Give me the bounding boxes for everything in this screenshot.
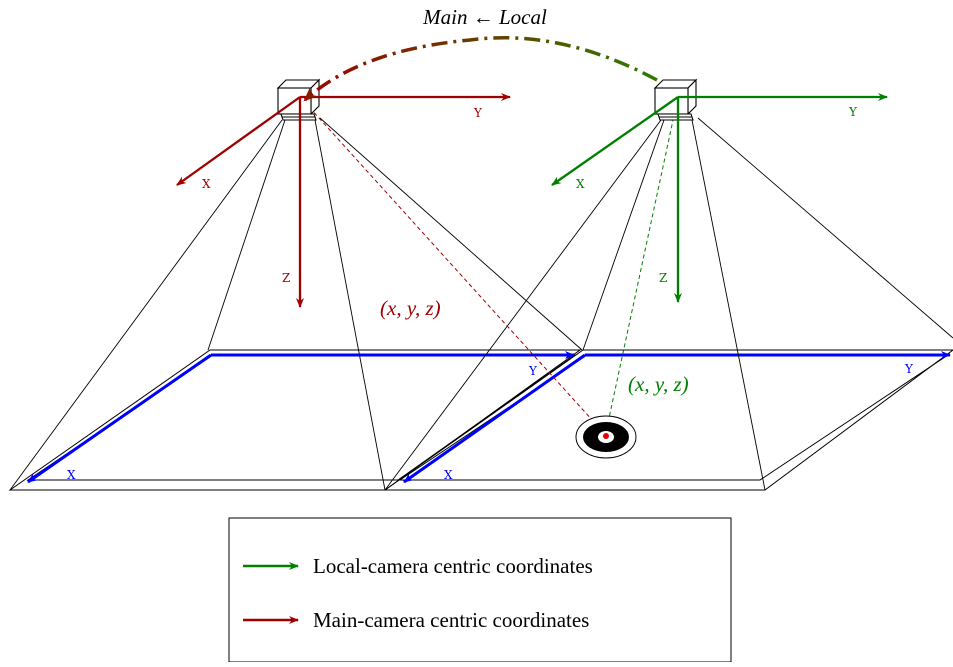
floor-right-x-label: X (444, 468, 453, 482)
floor-right-outer (383, 349, 953, 491)
local-x-label: X (576, 177, 585, 191)
main-x-axis (176, 96, 301, 186)
frustum-line (691, 119, 766, 491)
local-camera-frustum (384, 117, 953, 491)
main-camera-body (276, 78, 321, 121)
local-point-label: (x, y, z) (628, 372, 689, 396)
transform-title: Main ← Local (422, 5, 547, 29)
frustum-line (9, 119, 283, 491)
main-z-label: Z (282, 271, 290, 285)
legend-label-main: Main-camera centric coordinates (313, 608, 589, 632)
main-y-label: Y (473, 106, 483, 120)
frustum-line (697, 117, 953, 339)
local-camera-axes (551, 93, 888, 303)
main-camera-frustum (9, 117, 583, 491)
floor-left-outer (8, 349, 582, 491)
main-point-label: (x, y, z) (380, 296, 441, 320)
legend-label-local: Local-camera centric coordinates (313, 554, 593, 578)
legend: Local-camera centric coordinates Main-ca… (228, 517, 732, 663)
local-y-label: Y (848, 105, 858, 119)
floor-right-axes (403, 351, 951, 484)
local-sight-line (605, 96, 679, 433)
main-sight-line (299, 96, 604, 433)
legend-item-local: Local-camera centric coordinates (243, 554, 593, 578)
floor-right-x-axis (403, 353, 586, 484)
frustum-line (207, 119, 286, 351)
frustum-line (384, 119, 662, 491)
legend-box (228, 517, 732, 663)
frustum-line (314, 119, 386, 491)
floor-left-x-label: X (67, 468, 76, 482)
marker-center-dot (603, 433, 609, 439)
local-z-label: Z (659, 271, 667, 285)
floor-left-axes (27, 351, 575, 484)
main-x-label: X (202, 177, 211, 191)
floor-plane-right (383, 349, 953, 491)
floor-left-y-label: Y (528, 364, 538, 378)
floor-left-x-axis (27, 353, 212, 484)
local-x-axis (551, 96, 679, 186)
legend-item-main: Main-camera centric coordinates (243, 608, 589, 632)
frustum-line (319, 117, 583, 351)
target-marker (575, 415, 637, 459)
main-camera-axes (176, 93, 511, 308)
floor-right-y-label: Y (904, 362, 914, 376)
frustum-line (582, 119, 665, 351)
transform-arc (303, 36, 658, 102)
